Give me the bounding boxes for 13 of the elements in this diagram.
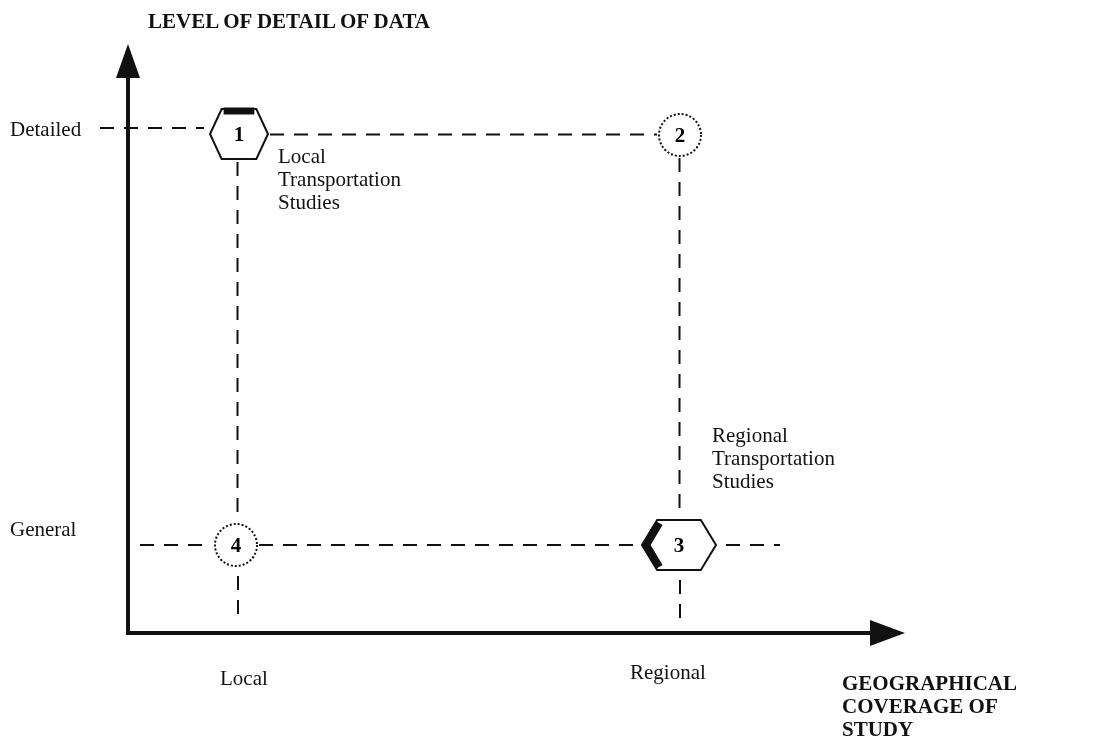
hexagon-node: 3 [640, 517, 718, 573]
axis-title: GEOGRAPHICAL COVERAGE OF STUDY [842, 672, 1017, 741]
tick-label: General [10, 518, 78, 541]
circle-node: 2 [657, 112, 703, 158]
node-caption: Local Transportation Studies [278, 145, 402, 214]
circle-node: 4 [213, 522, 259, 568]
tick-label: Local [220, 667, 269, 690]
node-caption: Regional Transportation Studies [712, 424, 836, 493]
axis-title: LEVEL OF DETAIL OF DATA [148, 10, 431, 33]
hexagon-node: 1 [208, 106, 270, 162]
tick-label: Detailed [10, 118, 83, 141]
dashed-connector [269, 133, 658, 136]
tick-label: Regional [630, 661, 707, 684]
